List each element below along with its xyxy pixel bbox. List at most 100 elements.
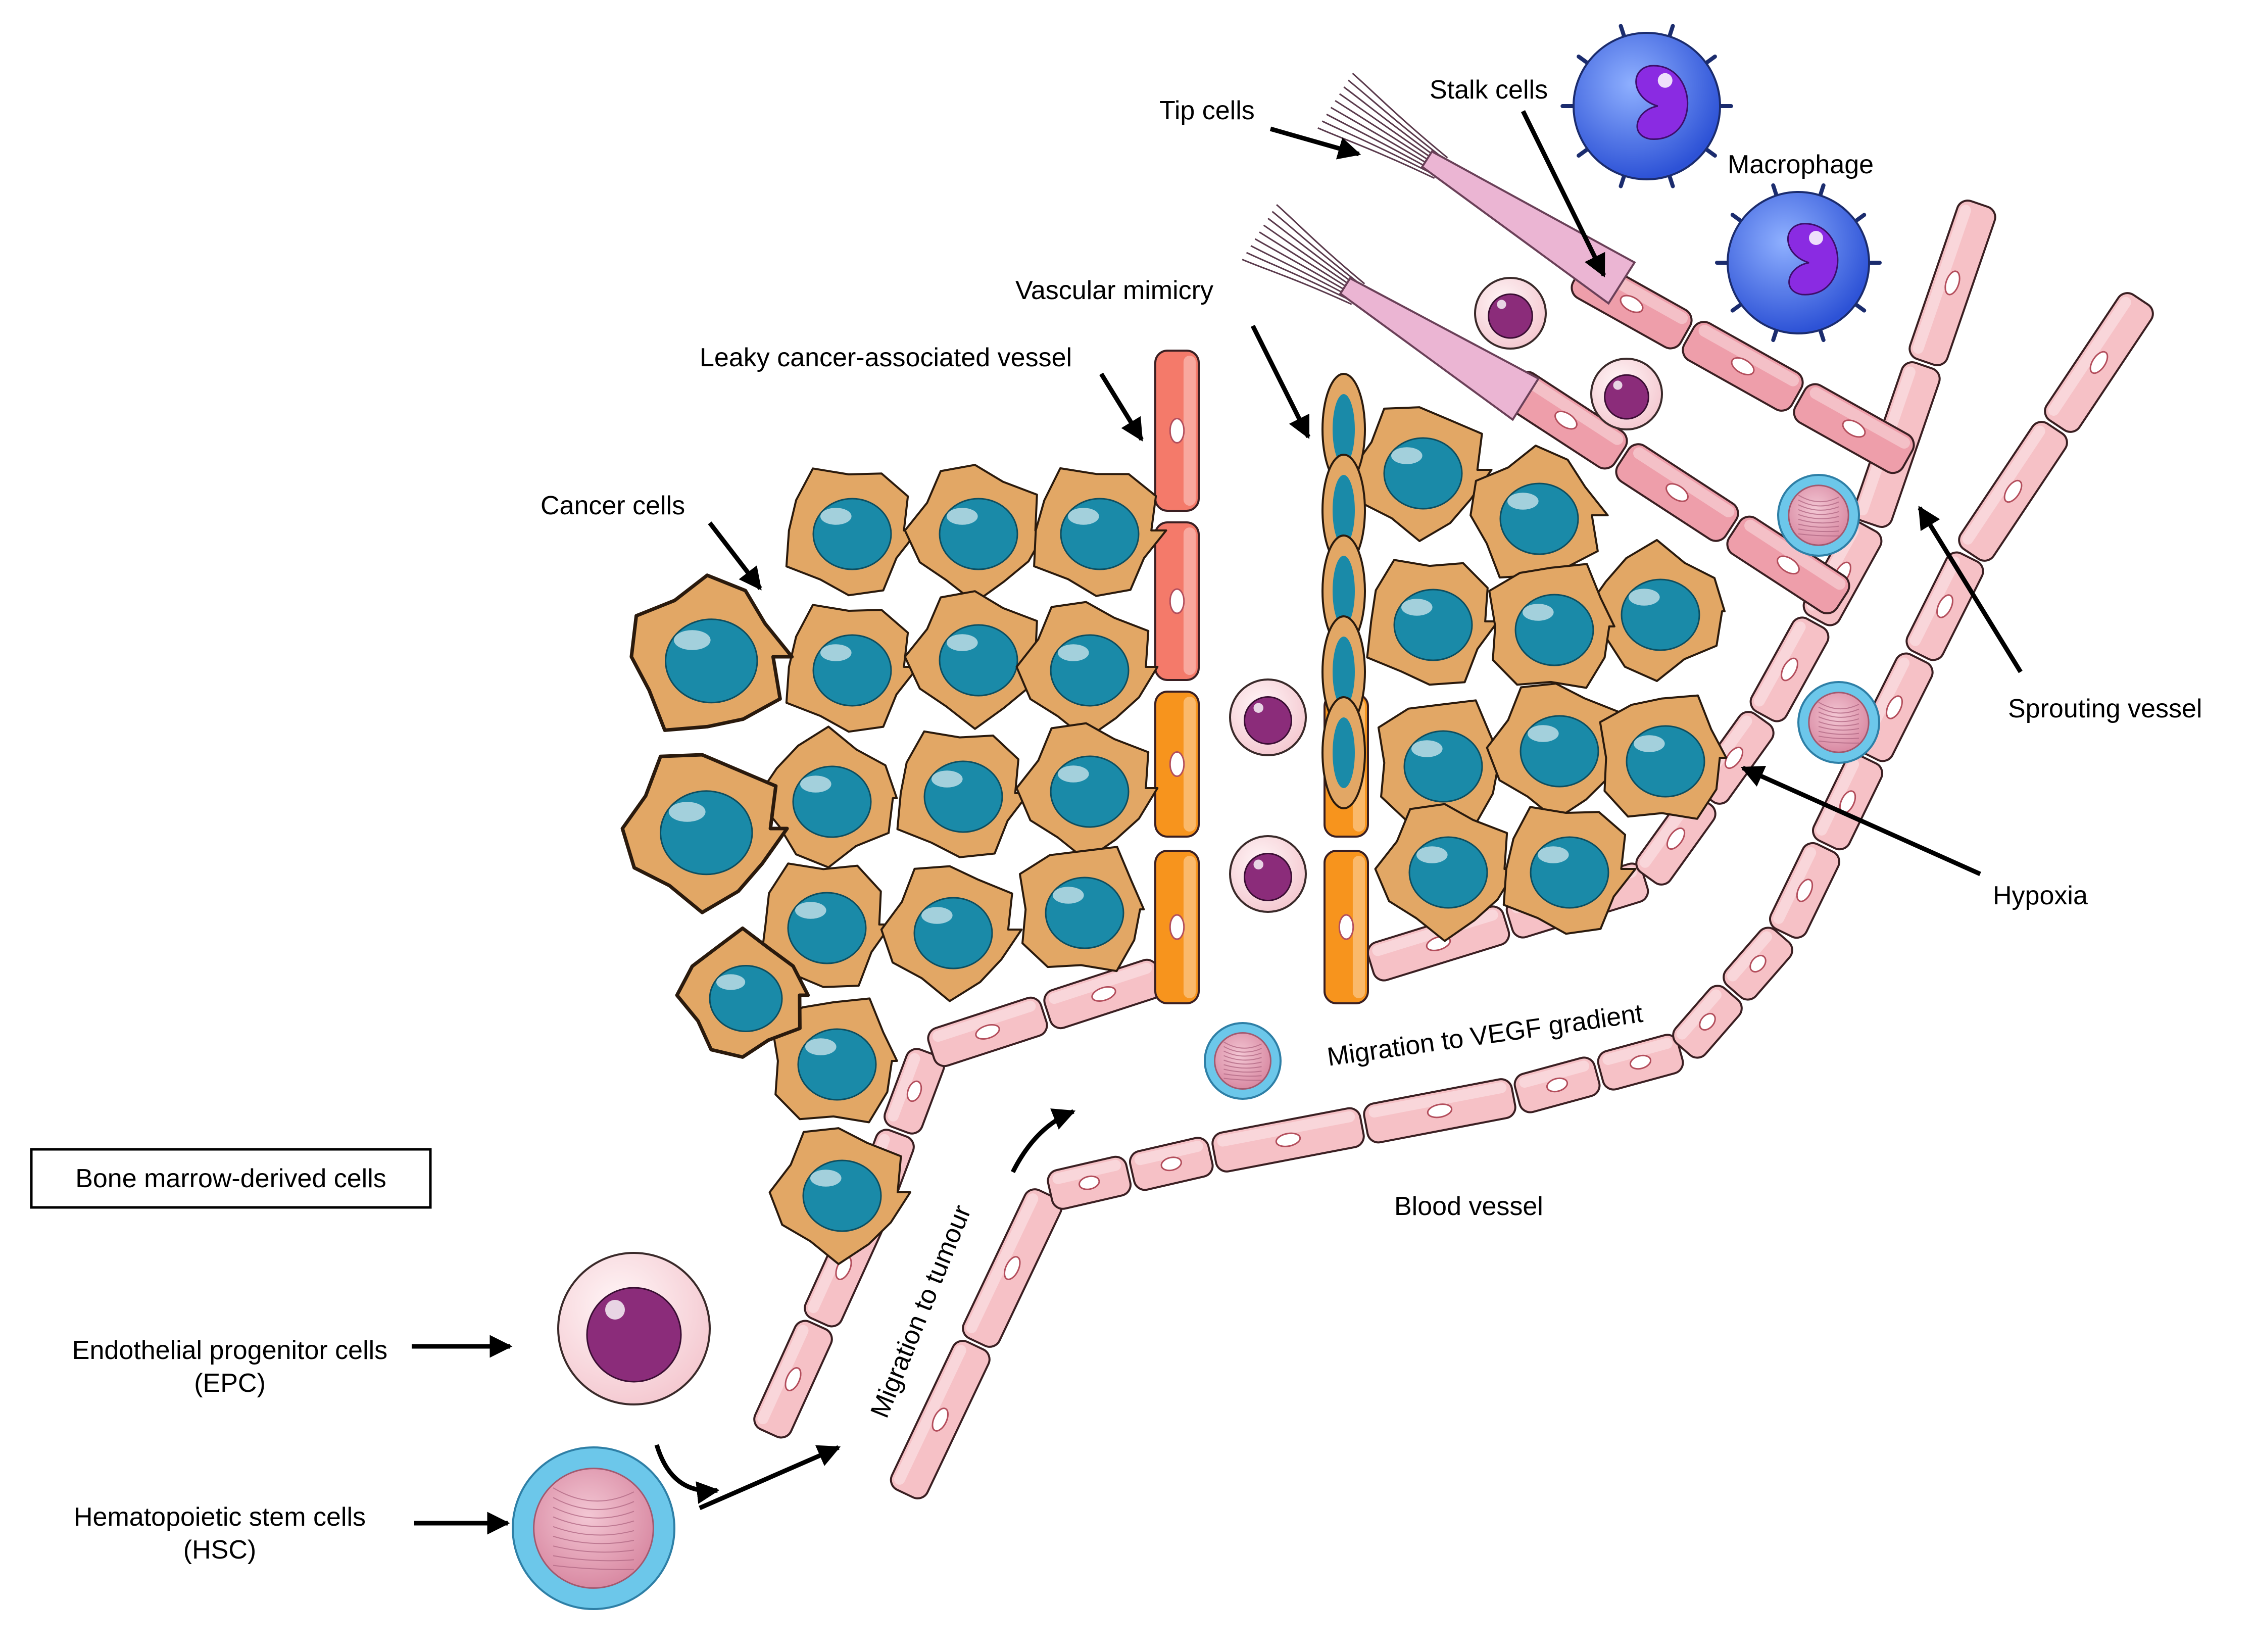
cancer-cell (904, 464, 1047, 604)
blood-vessel-segment (1958, 421, 2068, 562)
stalk-cells-arrow (1521, 110, 1606, 278)
label-hsc-line1: Hematopoietic stem cells (74, 1502, 366, 1532)
vascular-mimicry-arrow (1250, 324, 1311, 440)
arrow-layer (412, 110, 2023, 1535)
cancer-cell (1584, 539, 1726, 682)
cancer-cell (1015, 722, 1159, 861)
leaky-vessel-segment (1154, 350, 1200, 512)
label-cancer-cells: Cancer cells (541, 491, 685, 520)
vascular-mimicry-cell (1321, 696, 1366, 809)
label-blood-vessel: Blood vessel (1394, 1192, 1543, 1221)
cancer-cell (1015, 601, 1159, 740)
macrophage-cell (1715, 183, 1882, 343)
cancer-cell (1018, 846, 1145, 973)
hypoxia-arrow (1740, 765, 1981, 877)
cancer-cell (1374, 803, 1517, 942)
vascular-mimicry-cell (1321, 373, 1366, 486)
cancer-cell (1599, 694, 1728, 820)
cancer-cell (785, 604, 919, 733)
blood-vessel-segment (1047, 1155, 1132, 1210)
blood-vessel-segment (1513, 1056, 1601, 1113)
cancer-cell (760, 862, 892, 988)
label-leaky-vessel: Leaky cancer-associated vessel (700, 343, 1072, 372)
leaky-vessel-arrow (1099, 372, 1144, 442)
blood-vessel-segment (1129, 1137, 1214, 1191)
tumour-migration-arrow (1010, 1108, 1076, 1174)
blood-vessel-segment (1723, 927, 1793, 1001)
cancer-cell (880, 865, 1023, 1002)
cell-layer (512, 24, 1882, 1610)
cancer-cell (1488, 563, 1615, 689)
blood-vessel-segment (1769, 842, 1840, 939)
epc-cell (1229, 678, 1307, 756)
vascular-mimicry-cell (1321, 615, 1366, 728)
cancer-cell (771, 997, 898, 1124)
blood-vessel-segment (2044, 292, 2154, 433)
blood-vessel-segment (1043, 958, 1164, 1030)
blood-vessel-segment (884, 1048, 945, 1135)
sprouting-vessel-arrow (1918, 506, 2023, 673)
hsc-cell (1204, 1022, 1282, 1100)
blood-vessel-segment (1905, 551, 1984, 661)
blood-vessel-segment (1812, 753, 1883, 851)
blood-vessel-segment (1597, 1034, 1684, 1091)
blood-vessel-segment (1363, 1078, 1516, 1144)
cancer-cell (1366, 559, 1499, 686)
label-epc-line1: Endothelial progenitor cells (72, 1336, 387, 1365)
label-macrophage: Macrophage (1728, 150, 1874, 179)
label-epc-line2: (EPC) (194, 1369, 266, 1398)
tip-cell (1317, 73, 1636, 305)
cancer-cell (896, 730, 1030, 858)
macrophage-cell (1560, 24, 1733, 188)
cancer-cell (1351, 406, 1493, 542)
epc-to-hsc-arrow (654, 1444, 720, 1504)
label-tip-cells: Tip cells (1159, 96, 1255, 125)
blood-vessel-segment (1672, 985, 1743, 1059)
hsc-cell (1777, 474, 1860, 557)
cancer-cells-arrow (708, 521, 762, 591)
bmdc-migration-arrow (699, 1445, 841, 1511)
cancer-cell (1377, 699, 1504, 826)
epc-cell (1590, 358, 1663, 430)
label-hypoxia: Hypoxia (1993, 881, 2088, 910)
blood-vessel-segment (1211, 1107, 1365, 1173)
leaky-vessel-segment (1154, 850, 1200, 1004)
cancer-cell (1502, 806, 1637, 935)
cancer-cell (1486, 683, 1629, 821)
leaky-vessel-segment (1154, 691, 1200, 838)
hsc-cell (1797, 681, 1880, 764)
sprouting-vessel-segment (1504, 371, 1628, 470)
blood-vessel-segment (1749, 616, 1830, 722)
vessel-layer (753, 73, 2154, 1499)
cancer-cell-highlight (675, 926, 810, 1059)
label-hsc-line2: (HSC) (183, 1535, 256, 1565)
leaky-vessel-segment (1324, 850, 1369, 1004)
blood-vessel-segment (962, 1188, 1063, 1348)
sprouting-vessel-segment (1682, 321, 1804, 412)
sprouting-vessel-segment (1793, 383, 1915, 474)
cancer-cell (785, 467, 919, 597)
cancer-cell (1033, 467, 1167, 597)
blood-vessel-segment (753, 1320, 833, 1439)
cancer-cell (1469, 445, 1609, 579)
bmdc-box (30, 1148, 432, 1209)
blood-vessel-segment (1908, 200, 1996, 366)
vascular-mimicry-cell (1321, 535, 1366, 648)
label-stalk-cells: Stalk cells (1430, 75, 1548, 105)
label-bmdc: Bone marrow-derived cells (75, 1164, 386, 1193)
cancer-cell-highlight (629, 573, 794, 732)
cancer-cell (755, 725, 898, 868)
cancer-cell (768, 1127, 911, 1266)
tip-cells-arrow (1269, 126, 1361, 160)
cancer-cell-highlight (620, 753, 789, 914)
leaky-vessel-segment (1154, 521, 1200, 681)
blood-vessel-segment (927, 996, 1048, 1067)
epc-cell (1474, 277, 1547, 350)
label-vegf-migration: Migration to VEGF gradient (1326, 999, 1645, 1072)
label-sprouting-vessel: Sprouting vessel (2008, 694, 2202, 723)
epc-cell-large (557, 1252, 711, 1405)
tip-cell (1242, 204, 1540, 421)
blood-vessel-segment (890, 1340, 991, 1499)
